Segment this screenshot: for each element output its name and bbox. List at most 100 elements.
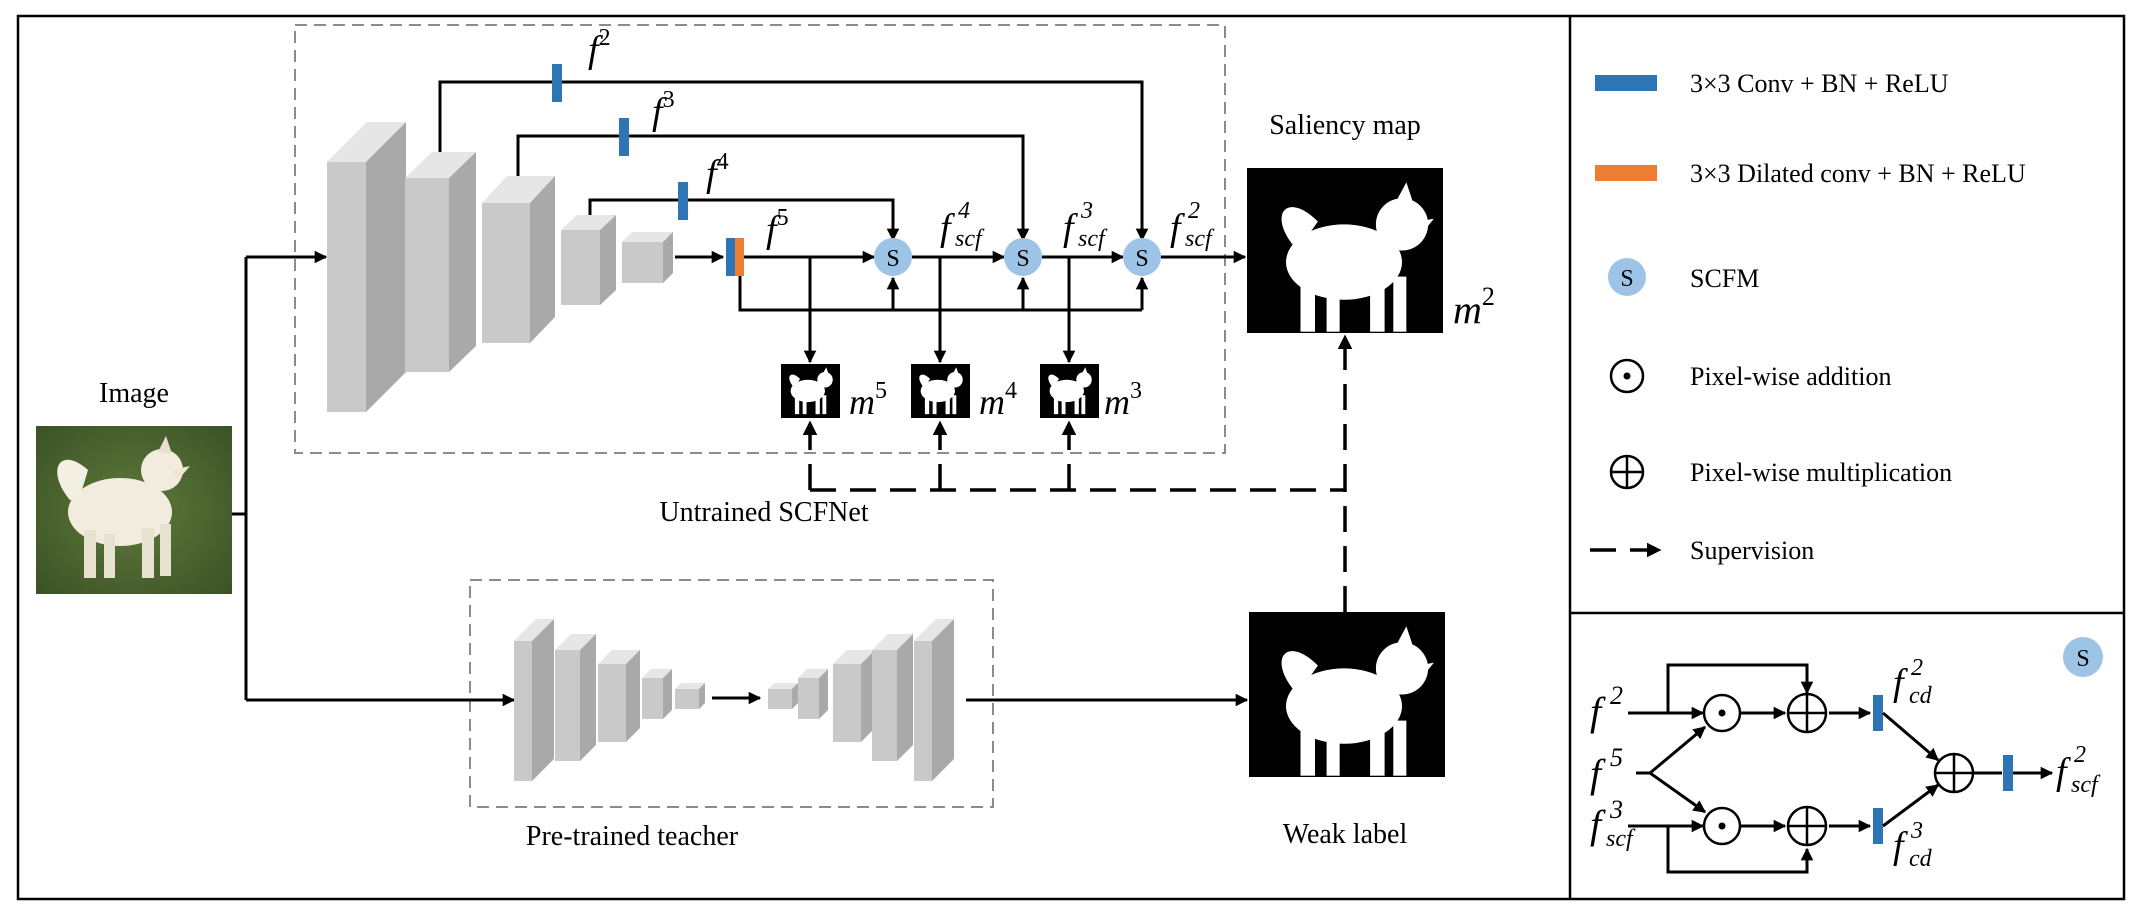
svg-text:f: f <box>1893 825 1908 867</box>
conv-f2 <box>552 64 562 102</box>
svg-text:scf: scf <box>2071 772 2101 798</box>
legend-add-text: Pixel-wise addition <box>1690 362 1891 391</box>
legend-add-icon <box>1609 358 1645 394</box>
mask-m5 <box>781 364 840 418</box>
outer-frame <box>16 14 2126 901</box>
input-image <box>36 426 232 594</box>
label-m2: m2 <box>1453 282 1495 332</box>
weak-label-map <box>1249 612 1445 777</box>
conv-f3 <box>619 118 629 156</box>
scfm-node-2: S <box>1004 238 1042 276</box>
svg-text:cd: cd <box>1909 846 1933 872</box>
teacher-block-3 <box>598 650 640 742</box>
svg-text:2: 2 <box>1610 681 1623 710</box>
svg-text:f: f <box>1590 689 1606 734</box>
scfm-node-3: S <box>1123 238 1161 276</box>
svg-text:S: S <box>886 246 899 272</box>
scfm-detail-badge: S <box>2063 637 2103 677</box>
f5-bus <box>738 276 1142 312</box>
label-m5: m5 <box>849 378 887 422</box>
encoder-backbone <box>327 122 673 412</box>
detail-fscf3-bypass <box>1666 826 1814 874</box>
dilated-conv-f5 <box>735 238 744 276</box>
detail-bottom-to-merge <box>1882 783 1940 828</box>
conv-f4 <box>678 182 688 220</box>
saliency-map-label: Saliency map <box>1269 110 1421 141</box>
legend-scfm-text: SCFM <box>1690 264 1759 293</box>
skip-f3 <box>516 134 1030 242</box>
svg-text:scf: scf <box>1185 226 1215 252</box>
svg-text:2: 2 <box>2074 742 2086 768</box>
label-m4: m4 <box>979 378 1017 422</box>
detail-label-fcd2: f 2 cd <box>1893 655 1933 709</box>
legend: 3×3 Conv + BN + ReLU 3×3 Dilated conv + … <box>1590 69 2026 565</box>
svg-text:f: f <box>1063 207 1078 249</box>
svg-text:S: S <box>1135 246 1148 272</box>
saliency-map <box>1247 168 1443 333</box>
scfm-detail: S f 2 f 5 f 3 scf <box>1590 637 2103 874</box>
encoder-block-4 <box>561 215 616 305</box>
scfm-node-1: S <box>874 238 912 276</box>
legend-dilated-swatch <box>1595 165 1657 181</box>
detail-f2-bypass <box>1666 663 1814 713</box>
detail-top-to-merge <box>1882 711 1939 762</box>
legend-scfm-icon: S <box>1608 258 1646 296</box>
detail-f5-up <box>1636 725 1706 775</box>
svg-text:S: S <box>1620 266 1633 292</box>
legend-mult-icon <box>1609 454 1645 490</box>
label-f5: f5 <box>766 205 789 251</box>
detail-f5-down <box>1649 771 1707 814</box>
teacher-network <box>514 619 954 781</box>
detail-label-fscf2: f 2 scf <box>2056 742 2101 798</box>
mask-m3 <box>1040 364 1099 418</box>
untrained-scfnet-box <box>294 24 1226 454</box>
teacher-block-7 <box>798 669 828 719</box>
teacher-block-9 <box>872 634 913 761</box>
svg-text:3: 3 <box>1609 795 1623 824</box>
detail-conv-out <box>2003 755 2013 791</box>
label-fscf3: f 3 scf <box>1063 198 1108 252</box>
teacher-block-6 <box>768 683 798 709</box>
detail-label-f5: f 5 <box>1590 743 1623 796</box>
encoder-block-1 <box>327 122 406 412</box>
skip-f4 <box>588 198 900 242</box>
svg-text:f: f <box>2056 751 2071 793</box>
svg-text:f: f <box>1893 662 1908 704</box>
conv-f5 <box>726 238 735 276</box>
svg-text:S: S <box>2076 646 2089 672</box>
teacher-block-4 <box>642 669 672 719</box>
teacher-block-5 <box>675 683 705 709</box>
legend-conv-swatch <box>1595 75 1657 91</box>
svg-text:scf: scf <box>1078 226 1108 252</box>
mask-m4 <box>911 364 970 418</box>
legend-dilated-text: 3×3 Dilated conv + BN + ReLU <box>1690 159 2026 188</box>
encoder-block-2 <box>405 152 476 372</box>
svg-text:S: S <box>1016 246 1029 272</box>
untrained-scfnet-label: Untrained SCFNet <box>659 497 868 528</box>
teacher-block-1 <box>514 619 554 781</box>
detail-label-fscf3: f 3 scf <box>1590 795 1636 852</box>
svg-text:4: 4 <box>958 198 970 224</box>
svg-text:5: 5 <box>1610 743 1623 772</box>
teacher-box <box>469 579 994 808</box>
svg-text:cd: cd <box>1909 683 1933 709</box>
detail-add-top <box>1702 693 1742 733</box>
teacher-block-2 <box>555 634 596 761</box>
svg-text:f: f <box>1170 207 1185 249</box>
label-f4: f4 <box>706 149 729 195</box>
encoder-block-3 <box>482 176 555 343</box>
detail-label-f2: f 2 <box>1590 681 1623 734</box>
image-label: Image <box>99 378 169 409</box>
detail-add-bottom <box>1702 806 1742 846</box>
svg-text:3: 3 <box>1910 818 1923 844</box>
svg-text:2: 2 <box>1188 198 1200 224</box>
weak-label-label: Weak label <box>1283 819 1408 850</box>
detail-mult-top <box>1786 692 1828 734</box>
svg-text:f: f <box>1590 802 1606 847</box>
encoder-block-5 <box>622 232 673 283</box>
svg-text:f: f <box>940 207 955 249</box>
label-fscf2: f 2 scf <box>1170 198 1215 252</box>
label-fscf4: f 4 scf <box>940 198 985 252</box>
teacher-block-10 <box>914 619 954 781</box>
